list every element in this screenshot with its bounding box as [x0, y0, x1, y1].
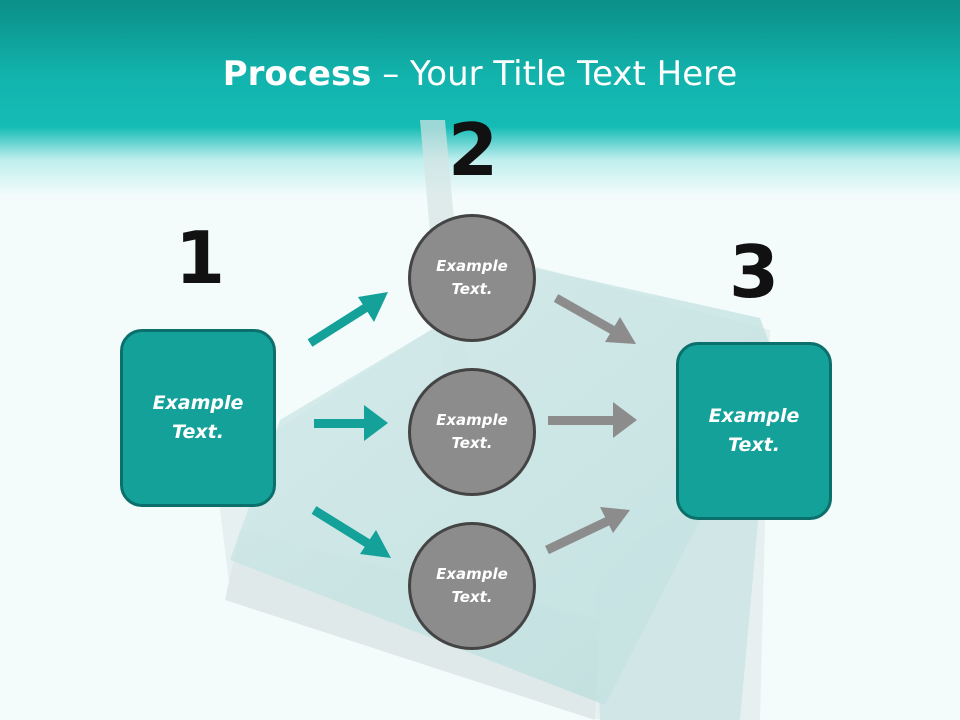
- circle-top-line1: Example: [436, 257, 508, 275]
- arrow-right-top: [553, 294, 636, 344]
- step-number-2: 2: [447, 108, 499, 192]
- arrow-right-bottom: [545, 507, 630, 555]
- circle-middle-line2: Text.: [451, 434, 493, 452]
- step-3-box: Example Text.: [676, 342, 832, 520]
- arrow-left-top: [307, 292, 388, 347]
- circle-middle-line1: Example: [436, 411, 508, 429]
- step-number-1: 1: [174, 216, 226, 300]
- step-2-circle-top: Example Text.: [408, 214, 536, 342]
- step-2-circle-bottom: Example Text.: [408, 522, 536, 650]
- title-rest: – Your Title Text Here: [371, 54, 738, 94]
- slide-title: Process – Your Title Text Here: [0, 52, 960, 96]
- step-1-text-line2: Text.: [172, 421, 224, 443]
- arrow-left-middle: [314, 405, 388, 441]
- arrow-left-bottom: [311, 506, 391, 558]
- circle-top-line2: Text.: [451, 280, 493, 298]
- title-banner: [0, 0, 960, 195]
- step-2-circle-middle: Example Text.: [408, 368, 536, 496]
- step-3-text-line2: Text.: [728, 434, 780, 456]
- step-1-text-line1: Example: [152, 392, 244, 414]
- step-number-3: 3: [728, 230, 780, 314]
- circle-bottom-line1: Example: [436, 565, 508, 583]
- arrow-right-middle: [548, 402, 637, 438]
- circle-bottom-line2: Text.: [451, 588, 493, 606]
- step-1-box: Example Text.: [120, 329, 276, 507]
- title-bold: Process: [222, 54, 372, 94]
- step-3-text-line1: Example: [708, 405, 800, 427]
